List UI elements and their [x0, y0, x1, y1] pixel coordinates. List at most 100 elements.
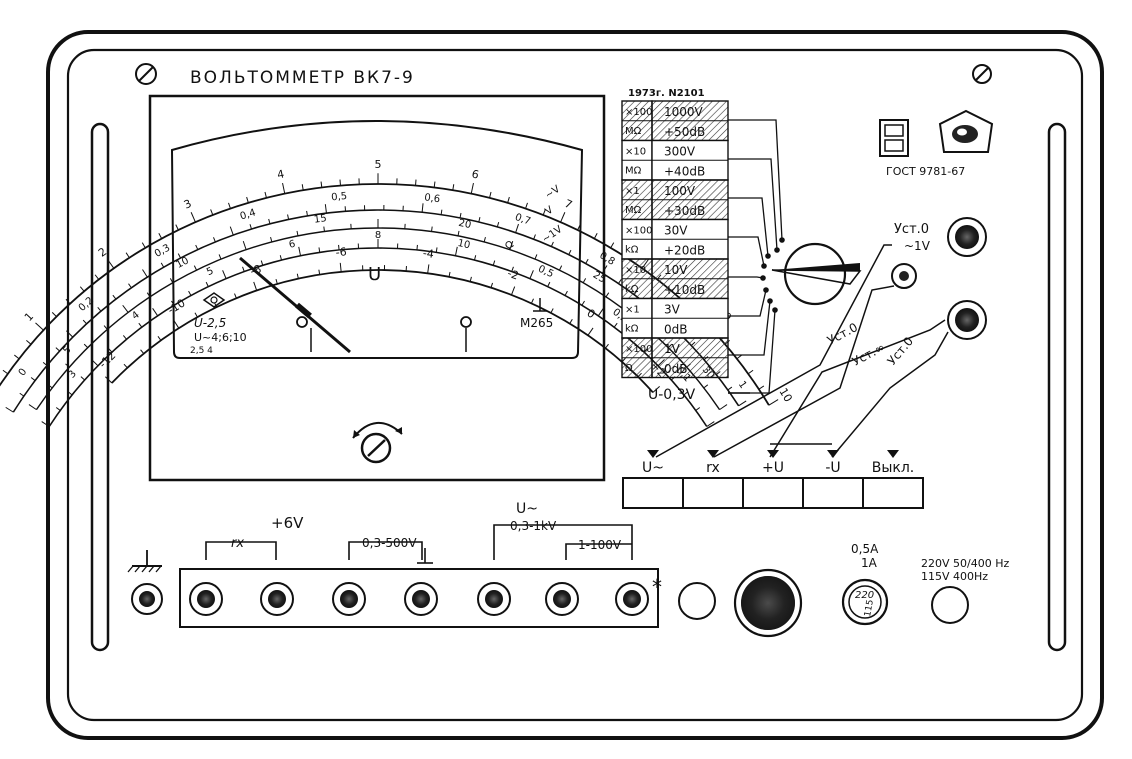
mode-button[interactable]: U~	[622, 450, 684, 509]
scale-tick	[5, 406, 14, 413]
fuse-holder[interactable]	[841, 578, 889, 626]
scale-tick	[547, 281, 551, 287]
terminal-socket[interactable]	[553, 590, 571, 608]
scale-tick	[510, 286, 516, 296]
range-switch-knob[interactable]	[771, 242, 862, 306]
mode-button-face[interactable]	[682, 477, 744, 509]
power-switch[interactable]	[733, 568, 803, 638]
scale-tick	[83, 343, 89, 349]
scale-tick	[440, 209, 443, 215]
range-db: +30dB	[664, 204, 705, 218]
input-terminal[interactable]	[545, 582, 579, 616]
scale-tick	[229, 226, 234, 236]
mode-button-label: rx	[706, 460, 720, 476]
accuracy-class-ac: U~4;6;10	[194, 331, 247, 344]
scale-tick	[264, 191, 267, 198]
input-terminal[interactable]	[332, 582, 366, 616]
switch-position-dot	[772, 307, 778, 313]
scale-tick	[171, 300, 175, 306]
mode-button-face[interactable]	[802, 477, 864, 509]
scale-tick	[421, 203, 424, 213]
mode-button-face[interactable]	[742, 477, 804, 509]
scale-tick	[234, 293, 237, 299]
scale-tick	[593, 233, 598, 239]
mode-button[interactable]: Выкл.	[862, 450, 924, 509]
pointer-stop-right	[460, 316, 472, 328]
terminal-strip	[179, 568, 659, 628]
terminal-socket[interactable]	[340, 590, 358, 608]
meter-maker-logo	[202, 292, 226, 308]
scale-tick	[242, 266, 245, 272]
scale-label: -12	[96, 349, 118, 371]
mode-button-face[interactable]	[622, 477, 684, 509]
range-unit: kΩ	[625, 284, 639, 295]
scale-tick	[559, 265, 563, 271]
scale-tick	[2, 369, 9, 375]
range-db: 0dB	[664, 362, 687, 376]
scale-tick	[222, 270, 227, 279]
zero-adjust-screw[interactable]	[360, 432, 392, 464]
scale-tick	[142, 269, 148, 278]
mains-socket[interactable]	[931, 586, 969, 624]
ohm-adjust-jack[interactable]	[947, 300, 987, 340]
scale-tick	[758, 385, 765, 390]
mode-button[interactable]: -U	[802, 450, 864, 509]
scale-tick	[275, 279, 278, 285]
scale-tick	[188, 290, 192, 296]
range-db: 0dB	[664, 323, 687, 337]
scale-tick	[35, 322, 44, 331]
scale-tick	[457, 230, 460, 236]
scale-label: 0,7	[513, 212, 532, 228]
mode-marker-icon	[767, 450, 779, 458]
range-voltage: 100V	[664, 184, 696, 198]
scale-tick	[529, 270, 534, 279]
scale-tick	[249, 224, 252, 230]
scale-label: -4	[422, 247, 435, 261]
pointer-stop-left	[296, 316, 308, 328]
scale-tick	[530, 298, 534, 304]
scale-tick	[605, 343, 609, 349]
mode-marker-icon	[647, 450, 659, 458]
zero-adjust-pot[interactable]	[891, 263, 917, 289]
scale-tick	[448, 271, 451, 277]
terminal-socket[interactable]	[485, 590, 503, 608]
scale-tick	[94, 274, 100, 280]
scale-tick	[228, 202, 231, 209]
terminal-socket[interactable]	[268, 590, 286, 608]
scale-tick	[560, 212, 566, 223]
mode-button-face[interactable]	[862, 477, 924, 509]
mode-marker-icon	[827, 450, 839, 458]
ground-terminal[interactable]	[131, 583, 163, 615]
terminal-socket[interactable]	[197, 590, 215, 608]
scale-tick	[28, 404, 37, 411]
terminal-socket[interactable]	[623, 590, 641, 608]
scale-tick	[496, 221, 500, 228]
range-leader	[728, 289, 767, 317]
meter-dial-face	[170, 120, 584, 359]
scale-tick	[169, 278, 174, 283]
input-terminal[interactable]	[260, 582, 294, 616]
scale-tick	[194, 312, 198, 318]
scale-tick	[107, 259, 115, 269]
rotate-arrow-icon	[352, 421, 403, 439]
scale-tick	[534, 254, 538, 260]
input-terminal[interactable]	[477, 582, 511, 616]
mode-button[interactable]: +U	[742, 450, 804, 509]
scale-tick	[489, 191, 492, 198]
scale-tick	[65, 298, 71, 305]
scale-tick	[525, 202, 528, 209]
terminal-socket[interactable]	[412, 590, 430, 608]
input-terminal[interactable]	[189, 582, 223, 616]
scale-tick	[296, 230, 299, 236]
input-terminal[interactable]	[615, 582, 649, 616]
scale-tick	[175, 224, 179, 231]
input-terminal[interactable]	[404, 582, 438, 616]
mode-button[interactable]: rx	[682, 450, 744, 509]
input-jack-1v[interactable]	[947, 217, 987, 257]
panel-inner-frame	[66, 48, 1084, 722]
scale-tick	[618, 279, 622, 284]
star-mark: *	[652, 575, 662, 599]
